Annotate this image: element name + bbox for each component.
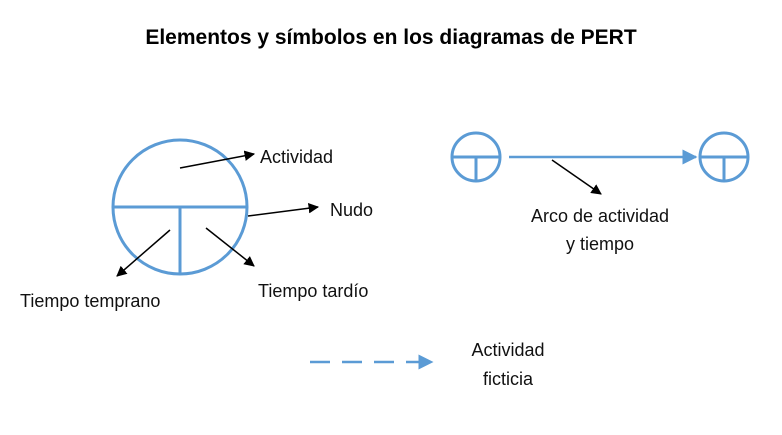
label-ficticia-line2: ficticia	[482, 369, 533, 389]
large-node	[111, 138, 249, 276]
label-tiempo-tardio: Tiempo tardío	[258, 281, 369, 301]
label-arco-line1: Arco de actividad	[530, 206, 670, 226]
pointer-arrow-nudo	[247, 202, 320, 217]
small-node-end	[698, 131, 750, 183]
label-arco-line2: y tiempo	[565, 234, 635, 254]
label-tiempo-temprano: Tiempo temprano	[20, 291, 161, 311]
pointer-arrow-tiempo-tardio	[205, 227, 255, 267]
diagram-title: Elementos y símbolos en los diagramas de…	[145, 26, 637, 49]
pointer-arrow-actividad	[179, 150, 256, 169]
small-node-start	[450, 131, 502, 183]
label-ficticia-line1: Actividad	[471, 340, 545, 360]
label-nudo: Nudo	[330, 200, 374, 220]
label-actividad: Actividad	[260, 147, 334, 167]
pointer-arrow-tiempo-temprano	[116, 229, 171, 277]
pointer-arrow-arco	[551, 159, 602, 195]
